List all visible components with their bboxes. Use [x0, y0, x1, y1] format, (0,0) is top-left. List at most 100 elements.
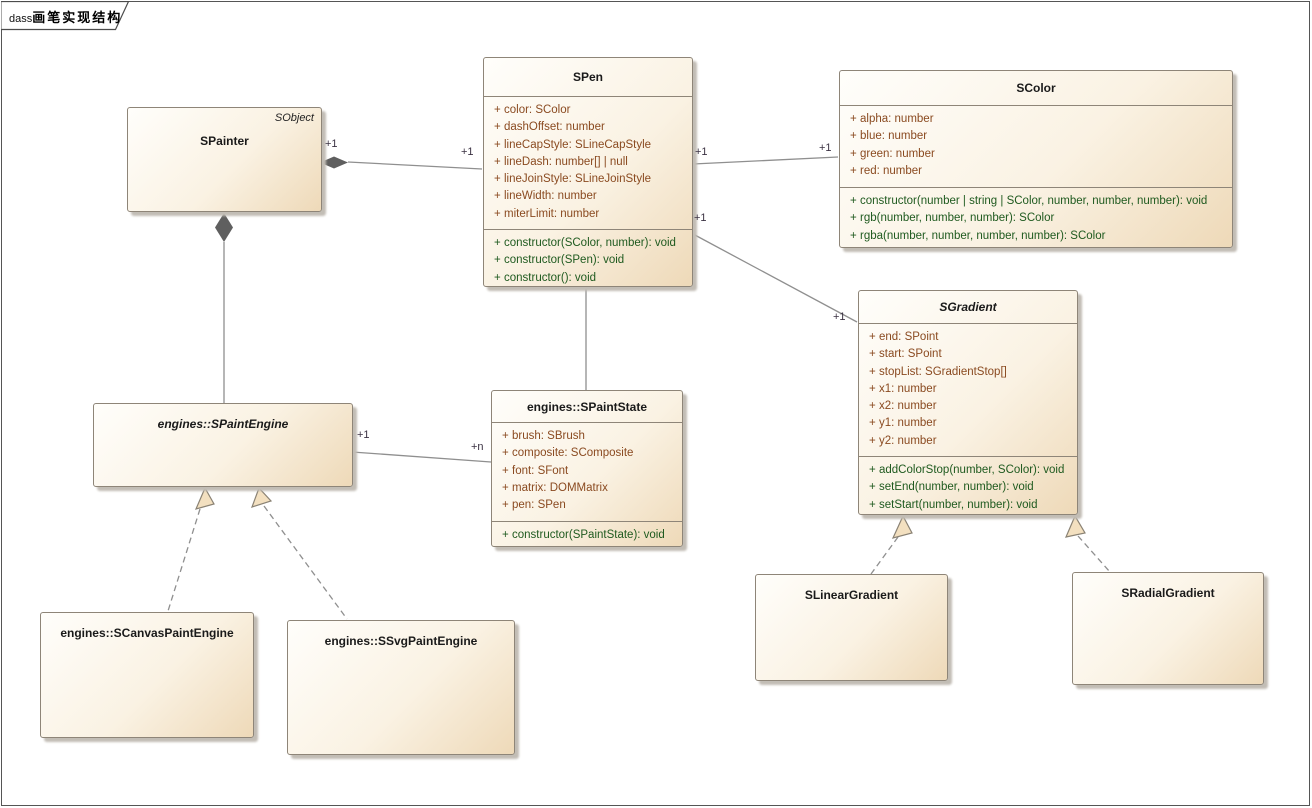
connector-pen-gradient[interactable] — [692, 233, 858, 323]
visibility: + — [494, 207, 501, 220]
visibility: + — [869, 481, 876, 494]
class-scanvaspaintengine[interactable]: engines::SCanvasPaintEngine — [40, 612, 254, 738]
connector-linear-gradient[interactable] — [870, 514, 913, 575]
attribute: +lineDash: number[] | null — [484, 154, 692, 171]
attribute: +pen: SPen — [492, 497, 682, 514]
class-header: SGradient — [859, 291, 1077, 324]
class-header: engines::SPaintState — [492, 391, 682, 423]
connector-painter-pen[interactable] — [320, 156, 483, 170]
multiplicity-label: +1 — [819, 142, 832, 154]
visibility: + — [869, 331, 876, 343]
attribute: +lineCapStyle: SLineCapStyle — [484, 137, 692, 154]
method: +rgb(number, number, number): SColor — [840, 210, 1232, 227]
connector-pen-color[interactable] — [692, 156, 839, 165]
connector-painter-engine[interactable] — [215, 213, 233, 403]
class-title: SPen — [572, 70, 603, 84]
class-ssvgpaintengine[interactable]: engines::SSvgPaintEngine — [287, 620, 515, 755]
connector-svgengine-engine[interactable] — [251, 486, 348, 620]
method: +constructor(SPaintState): void — [492, 527, 682, 544]
attribute: +blue: number — [840, 128, 1232, 145]
signature: green: number — [860, 147, 935, 160]
class-sgradient[interactable]: SGradient+end: SPoint+start: SPoint+stop… — [858, 290, 1078, 515]
attribute: +red: number — [840, 163, 1232, 180]
class-methods-compartment: +constructor(number | string | SColor, n… — [840, 187, 1232, 245]
visibility: + — [869, 400, 876, 413]
class-title: engines::SCanvasPaintEngine — [60, 626, 234, 640]
connector-engine-state[interactable] — [351, 451, 492, 463]
class-scolor[interactable]: SColor+alpha: number+blue: number+green:… — [839, 70, 1233, 248]
visibility: + — [502, 529, 509, 541]
signature: composite: SComposite — [512, 447, 634, 460]
visibility: + — [502, 447, 509, 460]
multiplicity-label: +1 — [461, 146, 474, 158]
composition-diamond — [320, 156, 348, 169]
signature: blue: number — [860, 130, 928, 143]
method: +constructor(): void — [484, 270, 692, 287]
attribute: +x1: number — [859, 381, 1077, 398]
class-methods-compartment: +constructor(SColor, number): void+const… — [484, 229, 692, 287]
frame-title: 画笔实现结构 — [32, 10, 123, 25]
multiplicity-label: +1 — [357, 429, 370, 441]
attribute: +start: SPoint — [859, 346, 1077, 363]
method: +setStart(number, number): void — [859, 497, 1077, 514]
class-sradialgradient[interactable]: SRadialGradient — [1072, 572, 1264, 685]
signature: end: SPoint — [879, 331, 939, 343]
attribute: +y2: number — [859, 433, 1077, 450]
multiplicity-label: +1 — [694, 212, 707, 224]
signature: x2: number — [879, 400, 937, 413]
signature: constructor(number | string | SColor, nu… — [860, 195, 1208, 207]
class-corner-label: SObject — [274, 112, 314, 124]
visibility: + — [494, 155, 501, 168]
attribute: +brush: SBrush — [492, 428, 682, 445]
class-attributes-compartment: +alpha: number+blue: number+green: numbe… — [840, 106, 1232, 187]
signature: constructor(SPaintState): void — [512, 529, 665, 541]
class-spaintstate[interactable]: engines::SPaintState+brush: SBrush+compo… — [491, 390, 683, 547]
class-methods-compartment: +constructor(SPaintState): void — [492, 521, 682, 544]
signature: addColorStop(number, SColor): void — [879, 464, 1065, 476]
class-title: SRadialGradient — [1121, 586, 1215, 600]
attribute: +lineJoinStyle: SLineJoinStyle — [484, 171, 692, 188]
class-spen[interactable]: SPen+color: SColor+dashOffset: number+li… — [483, 57, 693, 287]
visibility: + — [494, 138, 501, 151]
visibility: + — [494, 104, 501, 116]
class-spaintengine[interactable]: engines::SPaintEngine — [93, 403, 353, 487]
signature: rgb(number, number, number): SColor — [860, 212, 1055, 225]
signature: y1: number — [879, 417, 937, 430]
attribute: +x2: number — [859, 398, 1077, 415]
signature: lineWidth: number — [504, 190, 597, 203]
class-title: engines::SSvgPaintEngine — [324, 634, 478, 648]
connector-canvasengine-engine[interactable] — [167, 486, 215, 612]
generalization-triangle — [891, 514, 913, 539]
method: +rgba(number, number, number, number): S… — [840, 228, 1232, 245]
signature: y2: number — [879, 434, 937, 447]
signature: start: SPoint — [879, 348, 942, 361]
frame-keyword: dass — [9, 13, 33, 25]
class-title: SGradient — [939, 300, 997, 314]
signature: miterLimit: number — [504, 207, 600, 220]
attribute: +font: SFont — [492, 463, 682, 480]
generalization-triangle — [194, 486, 215, 510]
multiplicity-label: +1 — [833, 311, 846, 323]
class-title: SColor — [1016, 81, 1056, 95]
visibility: + — [850, 164, 857, 177]
visibility: + — [494, 121, 501, 134]
signature: constructor(SPen): void — [504, 254, 625, 267]
class-header: SColor — [840, 71, 1232, 106]
class-slineargradient[interactable]: SLinearGradient — [755, 574, 948, 681]
visibility: + — [502, 481, 509, 494]
visibility: + — [494, 237, 501, 249]
signature: dashOffset: number — [504, 121, 605, 134]
visibility: + — [850, 147, 857, 160]
visibility: + — [494, 271, 501, 284]
visibility: + — [494, 190, 501, 203]
method: +constructor(SPen): void — [484, 252, 692, 269]
connector-radial-gradient[interactable] — [1064, 514, 1111, 573]
visibility: + — [869, 382, 876, 395]
visibility: + — [869, 365, 876, 378]
attribute: +y1: number — [859, 415, 1077, 432]
visibility: + — [850, 212, 857, 225]
attribute: +alpha: number — [840, 111, 1232, 128]
class-methods-compartment: +addColorStop(number, SColor): void+setE… — [859, 456, 1077, 514]
